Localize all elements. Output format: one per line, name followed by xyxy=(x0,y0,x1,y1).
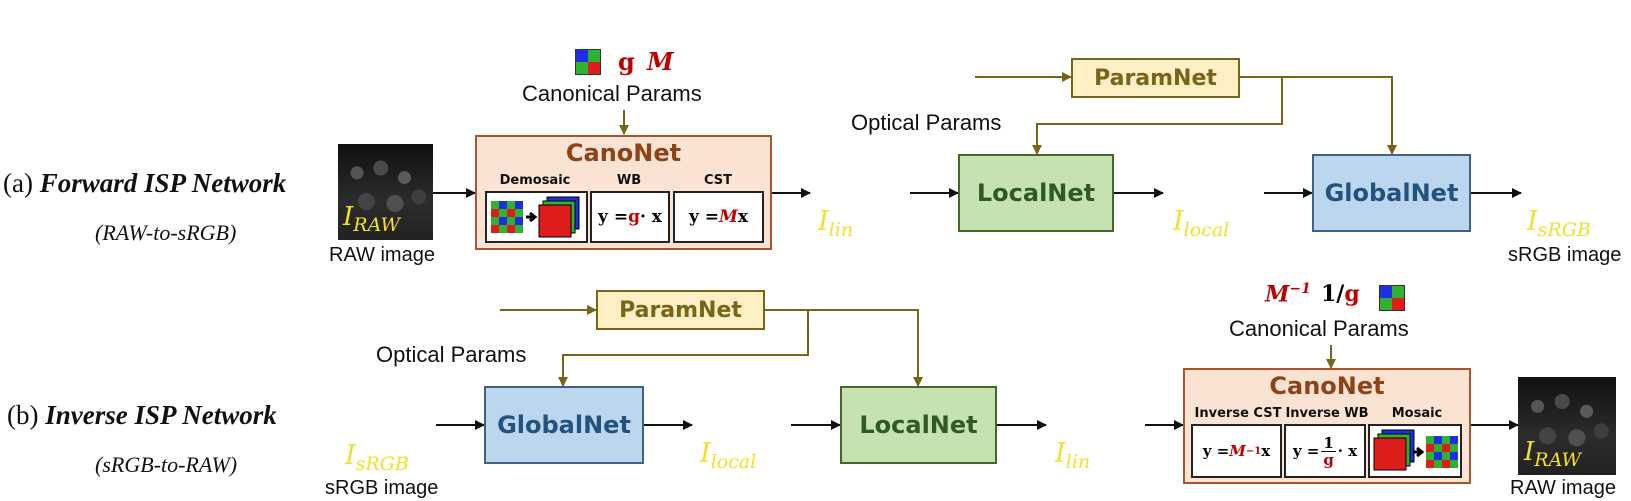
inverse-row-letter: (b) xyxy=(7,400,39,430)
i-srgb-output: IsRGB xyxy=(1527,206,1591,241)
mosaic-icon xyxy=(1373,429,1458,471)
optical-params-label-a: Optical Params xyxy=(851,110,1002,135)
raw-output-image: IRAW xyxy=(1518,377,1616,475)
i-local-forward: Ilocal xyxy=(1173,206,1230,241)
globalnet-forward: GlobalNet xyxy=(1312,154,1471,232)
raw-input-caption: RAW image xyxy=(329,244,435,266)
inverse-wb-label: Inverse WB xyxy=(1285,406,1369,421)
inverse-row-subtitle: (sRGB-to-RAW) xyxy=(95,452,238,477)
demosaic-block xyxy=(485,191,588,243)
canonet-inverse-title: CanoNet xyxy=(1269,372,1385,400)
mosaic-block xyxy=(1368,424,1462,478)
i-srgb-input: IsRGB xyxy=(345,440,409,475)
wb-label: WB xyxy=(616,173,642,188)
raw-output-var: IRAW xyxy=(1524,437,1582,471)
inverse-row-name: Inverse ISP Network xyxy=(45,400,277,430)
forward-row-letter: (a) xyxy=(3,168,33,198)
wb-equation: y = g · x xyxy=(590,191,670,243)
canonical-g-symbol: g xyxy=(618,47,635,76)
canonical-ginv-symbol: 1/g xyxy=(1321,281,1360,307)
bayer-pattern-icon xyxy=(575,49,601,75)
i-lin-inverse: Ilin xyxy=(1055,438,1091,473)
raw-input-image: IRAW xyxy=(338,144,433,240)
i-local-inverse: Ilocal xyxy=(700,438,757,473)
inverse-row-title: (b) Inverse ISP Network xyxy=(7,400,277,431)
canonical-m-symbol: M xyxy=(647,47,674,76)
inverse-wb-equation: y = 1 g · x xyxy=(1284,424,1366,478)
inverse-cst-label: Inverse CST xyxy=(1194,406,1282,421)
arrow-paramnet-to-localnet-b xyxy=(808,309,923,387)
srgb-output-caption: sRGB image xyxy=(1508,244,1622,266)
globalnet-inverse: GlobalNet xyxy=(484,386,644,464)
raw-output-caption: RAW image xyxy=(1510,477,1616,499)
canonical-params-label: Canonical Params xyxy=(522,81,702,106)
paramnet-forward: ParamNet xyxy=(1071,58,1240,98)
localnet-inverse: LocalNet xyxy=(840,386,997,464)
forward-row-name: Forward ISP Network xyxy=(39,168,287,198)
canonet-inverse: CanoNet Inverse CST Inverse WB Mosaic y … xyxy=(1183,368,1471,484)
optical-params-label-b: Optical Params xyxy=(376,342,527,367)
forward-row-subtitle: (RAW-to-sRGB) xyxy=(95,220,237,245)
mosaic-label: Mosaic xyxy=(1391,406,1443,421)
raw-input-var: IRAW xyxy=(343,202,401,236)
inverse-wb-fraction: 1 g xyxy=(1321,433,1336,469)
srgb-input-caption: sRGB image xyxy=(325,477,439,499)
canonet-forward-title: CanoNet xyxy=(565,139,682,167)
arrow-paramnet-to-globalnet-b xyxy=(558,309,809,387)
arrow-paramnet-to-globalnet-a xyxy=(1282,76,1397,155)
demosaic-label: Demosaic xyxy=(499,173,571,188)
localnet-forward: LocalNet xyxy=(958,154,1114,232)
i-lin-forward: Ilin xyxy=(818,206,854,241)
canonical-minv-symbol: M−1 xyxy=(1265,281,1311,308)
paramnet-inverse: ParamNet xyxy=(596,290,765,330)
bayer-pattern-icon-b xyxy=(1379,285,1405,311)
arrow-paramnet-to-localnet-a xyxy=(1032,76,1283,155)
demosaic-icon xyxy=(491,196,580,238)
forward-row-title: (a) Forward ISP Network xyxy=(3,168,286,199)
canonical-params-label-b: Canonical Params xyxy=(1229,316,1409,341)
cst-label: CST xyxy=(703,173,732,188)
